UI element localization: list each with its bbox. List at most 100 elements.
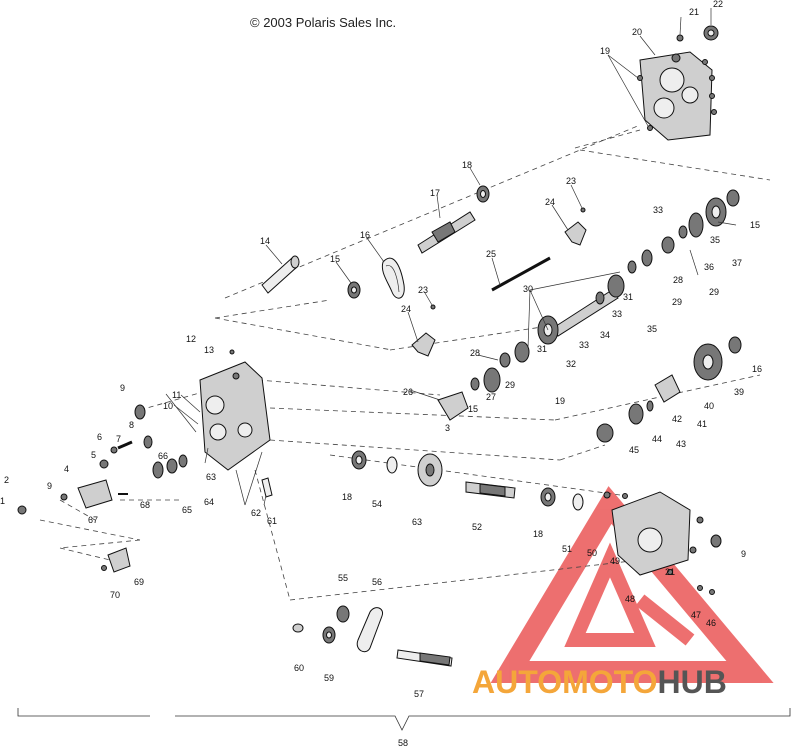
output-shaft-57 (396, 649, 453, 667)
callout-55: 55 (338, 573, 348, 583)
callout-30: 30 (523, 284, 533, 294)
callout-33b: 33 (612, 309, 622, 319)
callout-18b: 18 (342, 492, 352, 502)
bearing-15-left (347, 281, 361, 299)
shift-fork-24-lower (411, 304, 436, 357)
bearing-18-lower (351, 450, 367, 470)
spacer-60 (292, 623, 304, 633)
callout-40: 40 (704, 401, 714, 411)
callout-66: 66 (158, 451, 168, 461)
leader-lines (165, 8, 737, 506)
callout-37: 37 (732, 258, 742, 268)
callout-22: 22 (713, 0, 723, 9)
bearing-18-right (540, 487, 584, 511)
cover-bearing-22 (703, 25, 719, 41)
callout-36: 36 (704, 262, 714, 272)
callout-12: 12 (186, 334, 196, 344)
callout-24b: 24 (401, 304, 411, 314)
callout-19a: 19 (600, 46, 610, 56)
callout-43: 43 (676, 439, 686, 449)
callout-59: 59 (324, 673, 334, 683)
sensor-61 (261, 477, 273, 498)
bracket-26 (437, 391, 469, 421)
callout-29a: 29 (709, 287, 719, 297)
bottom-brace (17, 708, 791, 731)
callout-15a: 15 (750, 220, 760, 230)
chain-56 (356, 607, 384, 653)
chain-16 (381, 257, 405, 299)
left-cover-4 (77, 479, 113, 509)
main-housing-12 (199, 349, 271, 471)
callout-6: 6 (97, 432, 102, 442)
callout-67: 67 (88, 515, 98, 525)
callout-20: 20 (632, 27, 642, 37)
callout-16a: 16 (360, 230, 370, 240)
callout-25: 25 (486, 249, 496, 259)
callout-34: 34 (600, 330, 610, 340)
callout-4: 4 (64, 464, 69, 474)
gear-group-40-45 (596, 374, 681, 443)
callout-64: 64 (204, 497, 214, 507)
callout-9a: 9 (120, 383, 125, 393)
callout-29c: 29 (505, 380, 515, 390)
callout-18c: 18 (533, 529, 543, 539)
callout-26: 26 (403, 387, 413, 397)
callout-15c: 15 (468, 404, 478, 414)
shaft-14 (261, 255, 300, 294)
callout-2: 2 (4, 475, 9, 485)
callout-45: 45 (629, 445, 639, 455)
bearing-59 (322, 626, 336, 644)
callout-56: 56 (372, 577, 382, 587)
assembly-dashed-lines (39, 124, 771, 601)
callout-24a: 24 (545, 197, 555, 207)
seal-54 (386, 456, 398, 474)
sprocket-53 (417, 453, 443, 487)
callout-54: 54 (372, 499, 382, 509)
callout-21a: 21 (689, 7, 699, 17)
callout-35b: 35 (647, 324, 657, 334)
callout-31a: 31 (623, 292, 633, 302)
gear-39 (693, 336, 742, 381)
callout-19b: 19 (555, 396, 565, 406)
callout-33c: 33 (579, 340, 589, 350)
callout-14: 14 (260, 236, 270, 246)
callout-60: 60 (294, 663, 304, 673)
callout-9b: 9 (47, 481, 52, 491)
callout-21b: 21 (665, 567, 675, 577)
callout-33a: 33 (653, 205, 663, 215)
callout-1: 1 (0, 496, 5, 506)
callout-68: 68 (140, 500, 150, 510)
callout-63a: 63 (206, 472, 216, 482)
callout-65: 65 (182, 505, 192, 515)
callout-44: 44 (652, 434, 662, 444)
callout-8: 8 (129, 420, 134, 430)
callout-41: 41 (697, 419, 707, 429)
callout-31b: 31 (537, 344, 547, 354)
callout-7: 7 (116, 434, 121, 444)
callout-5: 5 (91, 450, 96, 460)
rear-housing-cover (639, 51, 713, 141)
callout-35a: 35 (710, 235, 720, 245)
callout-52: 52 (472, 522, 482, 532)
callout-47: 47 (691, 610, 701, 620)
logo-word-hub: HUB (657, 664, 727, 700)
front-housing-48 (603, 491, 722, 595)
left-small-parts (17, 404, 188, 573)
callout-62: 62 (251, 508, 261, 518)
shaft-17 (417, 185, 490, 254)
logo-word-moto: MOTO (562, 664, 658, 700)
shaft-52 (465, 481, 516, 499)
callout-70: 70 (110, 590, 120, 600)
callout-18a: 18 (462, 160, 472, 170)
callout-28a: 28 (673, 275, 683, 285)
callout-23b: 23 (418, 285, 428, 295)
logo-word-auto: AUTO (472, 664, 563, 700)
callout-13: 13 (204, 345, 214, 355)
callout-58: 58 (398, 738, 408, 748)
callout-23a: 23 (566, 176, 576, 186)
callout-11: 11 (172, 390, 181, 400)
callout-32: 32 (566, 359, 576, 369)
callout-63b: 63 (412, 517, 422, 527)
watermark-triangle-logo (490, 486, 774, 683)
